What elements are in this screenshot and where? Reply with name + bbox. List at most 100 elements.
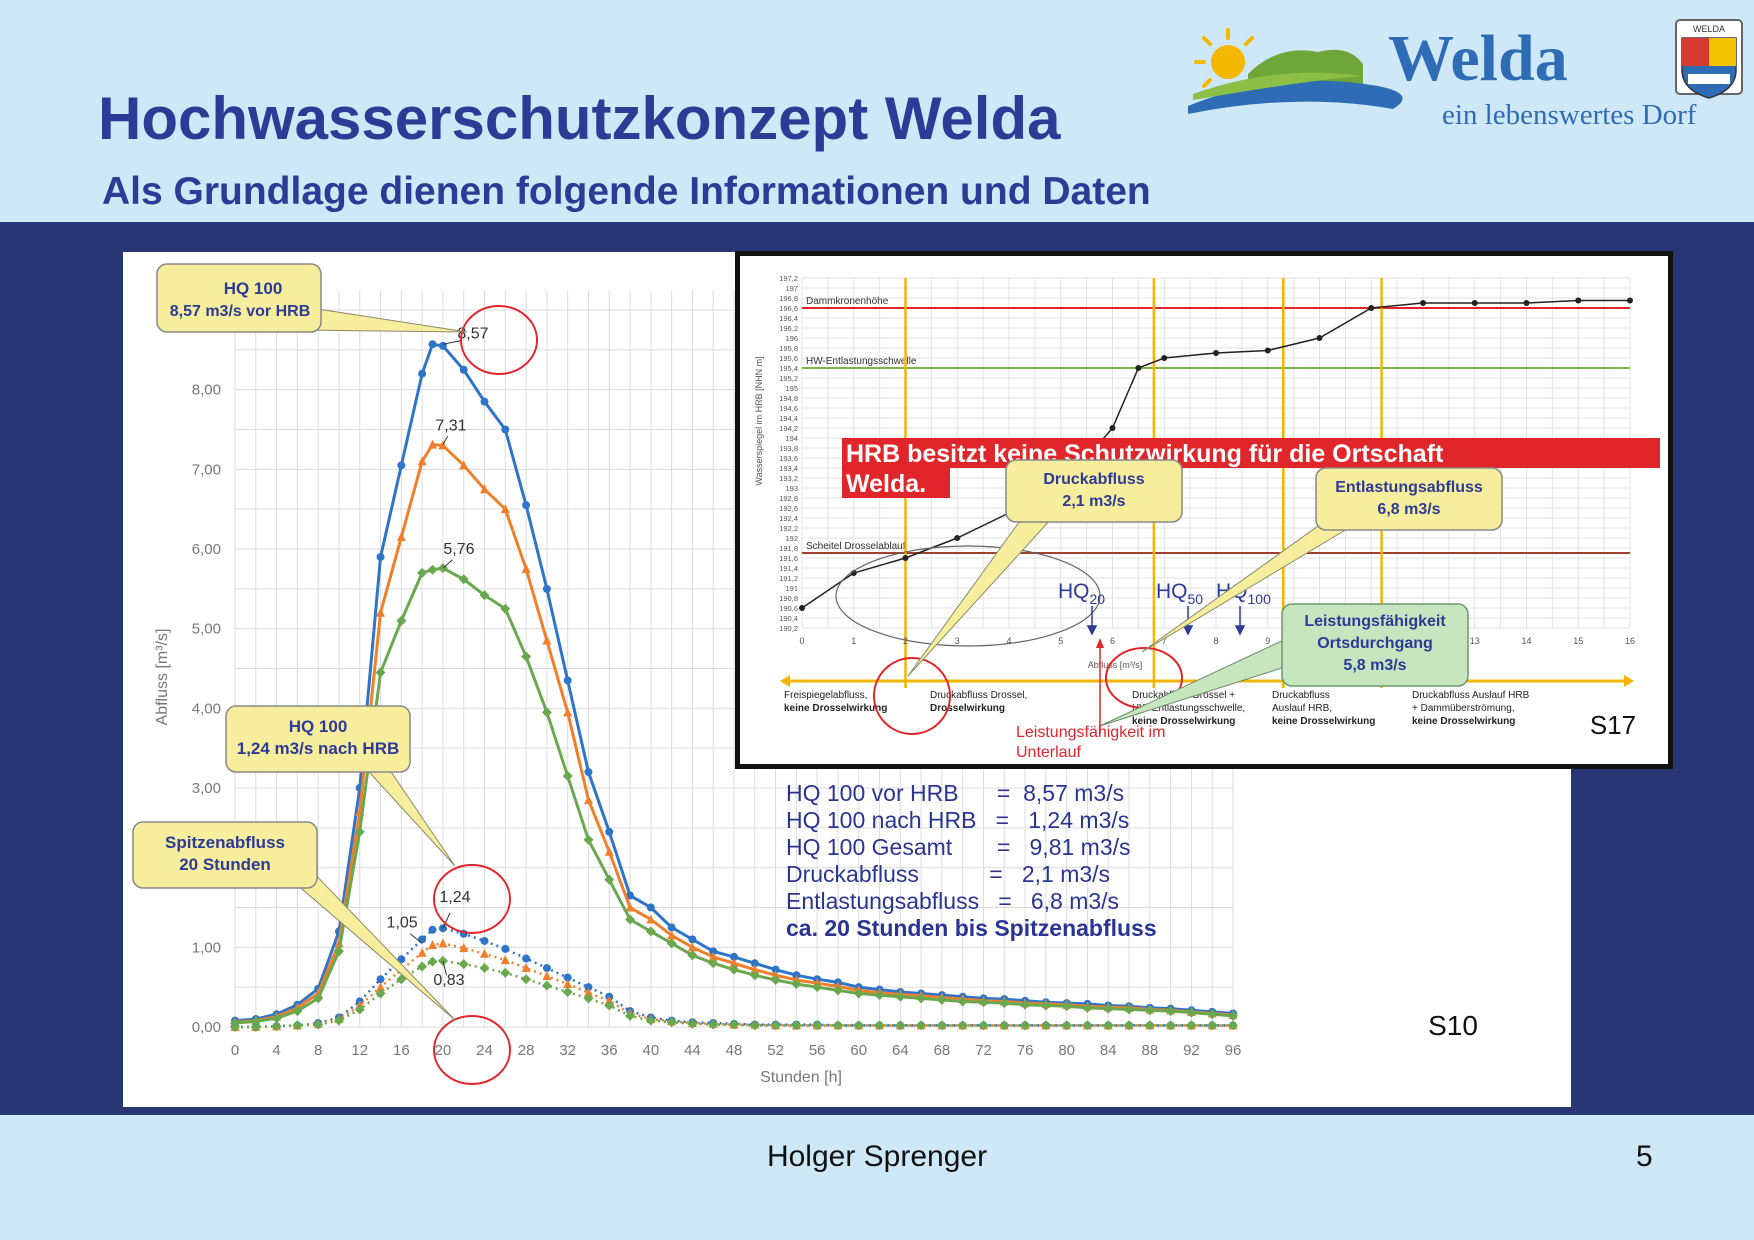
region-label: Freispiegelabfluss, [784, 690, 867, 701]
series-point [750, 964, 760, 974]
series-point [376, 982, 386, 992]
series-point [501, 425, 510, 434]
inset-y-tick: 194,8 [779, 394, 798, 403]
series-point [428, 925, 437, 934]
inset-y-tick: 195 [785, 384, 798, 393]
inset-hline-label: HW-Entlastungsschwelle [806, 356, 917, 367]
summary-line-6: ca. 20 Stunden bis Spitzenabfluss [786, 915, 1157, 941]
series-point [916, 993, 927, 1004]
inset-chart-ticks: 012345678910111213141516190,2190,4190,61… [779, 274, 1635, 646]
region-label: keine Drosselwirkung [1412, 716, 1515, 727]
x-tick-label: 68 [934, 1042, 951, 1059]
inset-x-tick: 14 [1521, 636, 1531, 646]
series-point [584, 983, 593, 992]
series-point [708, 951, 718, 961]
series-point [563, 978, 573, 988]
druck-callout-pointer [907, 517, 1054, 677]
inset-y-tick: 191,8 [779, 544, 798, 553]
series-point [480, 936, 489, 945]
x-tick-label: 48 [726, 1042, 743, 1059]
banner-line2: Welda. [846, 470, 926, 498]
x-tick-label: 32 [559, 1042, 576, 1059]
inset-series-line [801, 299, 1630, 609]
series-point [957, 996, 968, 1007]
y-tick-label: 5,00 [192, 621, 221, 638]
inset-series-point [1316, 335, 1323, 341]
x-tick-label: 20 [435, 1042, 452, 1059]
inset-y-tick: 194,4 [779, 414, 798, 423]
summary-line-1: HQ 100 vor HRB = 8,57 m3/s [786, 780, 1125, 806]
callout-hq100-before-line2: 8,57 m3/s vor HRB [170, 303, 311, 320]
series-point [832, 985, 843, 996]
inset-y-tick: 195,2 [779, 374, 798, 383]
series-point [417, 567, 428, 578]
sun-icon [1194, 28, 1254, 88]
y-tick-label: 1,00 [192, 939, 221, 956]
inset-y-tick: 190,2 [779, 624, 798, 633]
series-point [625, 902, 635, 912]
series-point [1165, 1020, 1176, 1031]
series-point [687, 950, 698, 961]
druck-circle [873, 657, 951, 735]
x-tick-label: 12 [351, 1042, 368, 1059]
data-label-leader [442, 435, 449, 445]
series-point [936, 994, 947, 1005]
series-point [625, 1010, 636, 1021]
series-point [480, 948, 489, 958]
series-point [542, 964, 551, 973]
series-point [1082, 1020, 1093, 1031]
inset-y-tick: 195,8 [779, 344, 798, 353]
series-point [604, 846, 614, 856]
x-tick-label: 8 [314, 1042, 322, 1059]
footer-author: Holger Sprenger [766, 1140, 988, 1173]
series-point [978, 997, 989, 1008]
no-protection-banner: HRB besitzt keine Schutzwirkung für die … [842, 438, 1660, 498]
inset-series-point [1575, 297, 1582, 304]
series-point [417, 947, 427, 957]
x-tick-label: 76 [1017, 1042, 1034, 1059]
inset-series-point [902, 555, 909, 561]
series-point [1228, 1010, 1238, 1021]
series-point [667, 923, 676, 932]
series-point [771, 970, 781, 980]
series-point [708, 958, 719, 969]
inset-y-tick: 194,6 [779, 404, 798, 413]
series-point [604, 995, 614, 1005]
leist-unter-line2: Unterlauf [1016, 744, 1081, 761]
crest-text: WELDA [1693, 24, 1725, 34]
inset-y-tick: 193,4 [779, 464, 798, 473]
entl-callout-line2: 6,8 m3/s [1377, 501, 1440, 518]
data-label-leader [442, 559, 453, 569]
welda-logo: Welda ein lebenswertes Dorf WELDA [1188, 19, 1743, 131]
series-point [438, 440, 448, 450]
series-point [1061, 1020, 1072, 1031]
series-line [234, 443, 1234, 1024]
data-label-leader [442, 912, 451, 929]
data-label: 0,83 [433, 972, 464, 989]
data-label-leader [442, 340, 462, 345]
series-point [1165, 1006, 1176, 1017]
series-point [459, 943, 469, 953]
data-label: 1,24 [439, 889, 470, 906]
logo-slogan: ein lebenswertes Dorf [1442, 99, 1697, 131]
region-label: Druckabfluss Drossel, [930, 690, 1027, 701]
series-point [541, 980, 552, 991]
entl-callout-line1: Entlastungsabfluss [1335, 479, 1483, 496]
inset-chart-id-label: S17 [1590, 710, 1636, 740]
series-point [978, 1020, 989, 1031]
inset-y-tick: 191,2 [779, 574, 798, 583]
series-point [292, 1006, 303, 1017]
x-tick-label: 72 [975, 1042, 992, 1059]
inset-y-tick: 197 [785, 284, 798, 293]
y-tick-label: 6,00 [192, 541, 221, 558]
leist-unter-line1: Leistungsfähigkeit im [1016, 724, 1165, 741]
inset-x-tick: 13 [1470, 636, 1480, 646]
series-point [271, 1013, 282, 1024]
druck-callout-line2: 2,1 m3/s [1062, 493, 1125, 510]
inset-series-point [1627, 297, 1633, 304]
logo-name: Welda [1388, 22, 1568, 95]
main-chart-series [230, 340, 1238, 1032]
inset-x-tick: 15 [1573, 636, 1583, 646]
series-point [480, 484, 489, 494]
druck-callout-line1: Druckabfluss [1043, 471, 1144, 488]
